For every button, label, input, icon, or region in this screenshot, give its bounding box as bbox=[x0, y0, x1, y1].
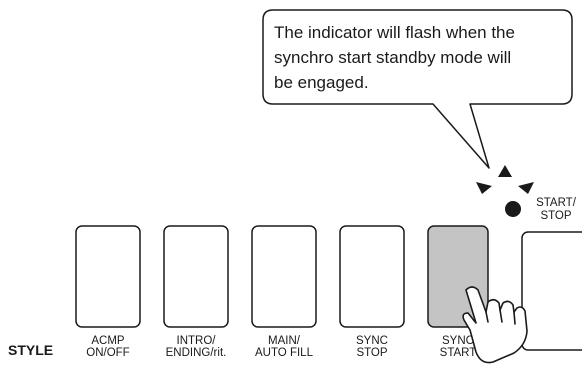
button-label-main-line-1: MAIN/ bbox=[268, 335, 301, 347]
callout-text-line-1: The indicator will flash when the bbox=[274, 23, 515, 42]
button-label-sync-stop-line-2: STOP bbox=[356, 347, 387, 359]
start-stop-button[interactable] bbox=[521, 231, 582, 351]
button-label-sync-start-line-1: SYNC bbox=[442, 335, 474, 347]
button-label-acmp-line-1: ACMP bbox=[91, 335, 125, 347]
button-label-main-line-2: AUTO FILL bbox=[255, 347, 314, 359]
callout-text-line-3: be engaged. bbox=[274, 73, 369, 92]
indicator-dot-icon bbox=[505, 201, 521, 217]
main-auto-fill-button[interactable] bbox=[251, 225, 317, 328]
style-label: STYLE bbox=[8, 342, 53, 358]
sync-stop-button[interactable] bbox=[339, 225, 405, 328]
button-label-intro-line-1: INTRO/ bbox=[177, 335, 217, 347]
acmp-on-off-button[interactable] bbox=[75, 225, 141, 328]
button-label-intro-line-2: ENDING/rit. bbox=[166, 347, 227, 359]
intro-ending-button[interactable] bbox=[163, 225, 229, 328]
callout-text-line-2: synchro start standby mode will bbox=[274, 48, 511, 67]
button-label-sync-start-line-2: START bbox=[440, 347, 477, 359]
start-stop-label-line-1: START/ bbox=[536, 197, 577, 209]
pressing-hand-icon bbox=[462, 286, 528, 364]
start-stop-label-line-2: STOP bbox=[540, 210, 571, 222]
flash-arrows-icon bbox=[476, 165, 534, 194]
button-label-sync-stop-line-1: SYNC bbox=[356, 335, 388, 347]
callout-bubble bbox=[262, 9, 573, 169]
button-label-acmp-line-2: ON/OFF bbox=[86, 347, 129, 359]
